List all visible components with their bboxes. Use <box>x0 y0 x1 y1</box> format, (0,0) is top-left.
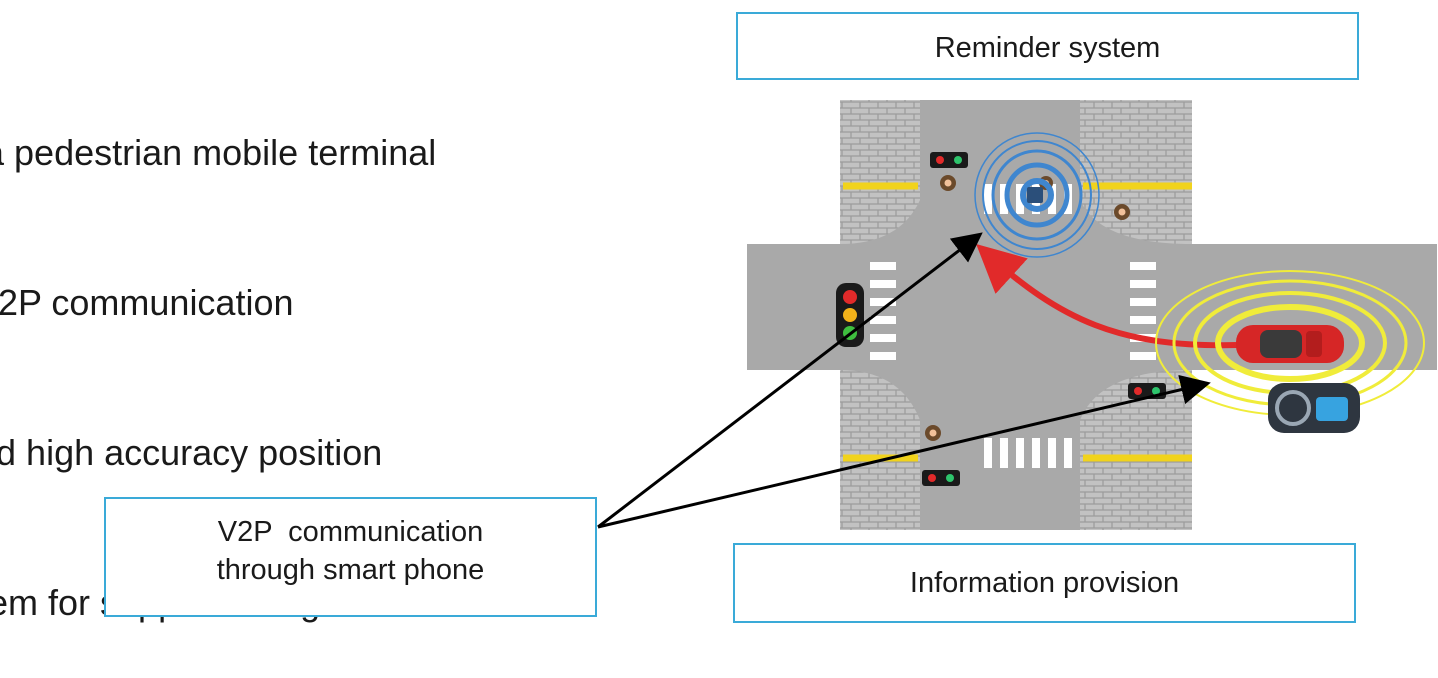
information-provision-box: Information provision <box>733 543 1356 623</box>
bullet-line-3: nd high accuracy position <box>0 432 383 473</box>
traffic-light-icon <box>836 283 864 347</box>
bullet-line-2: V2P communication <box>0 282 294 323</box>
v2p-communication-box: V2P communication through smart phone <box>104 497 597 617</box>
reminder-system-box: Reminder system <box>736 12 1359 80</box>
pedestrian-signal-waves <box>974 132 1100 258</box>
intersection-diagram <box>597 100 1437 530</box>
bullet-line-1: a pedestrian mobile terminal <box>0 132 437 173</box>
information-provision-label: Information provision <box>909 567 1180 599</box>
v2p-label-line-1: V2P communication <box>217 516 484 548</box>
v2p-label-line-2: through smart phone <box>216 554 485 586</box>
car-icon <box>1236 325 1344 363</box>
reminder-system-label: Reminder system <box>934 32 1161 64</box>
curb-lines <box>843 182 1192 462</box>
dashboard-icon <box>1268 383 1360 433</box>
v2p-arrows <box>597 232 1211 529</box>
smartphone-icon <box>1027 187 1043 203</box>
